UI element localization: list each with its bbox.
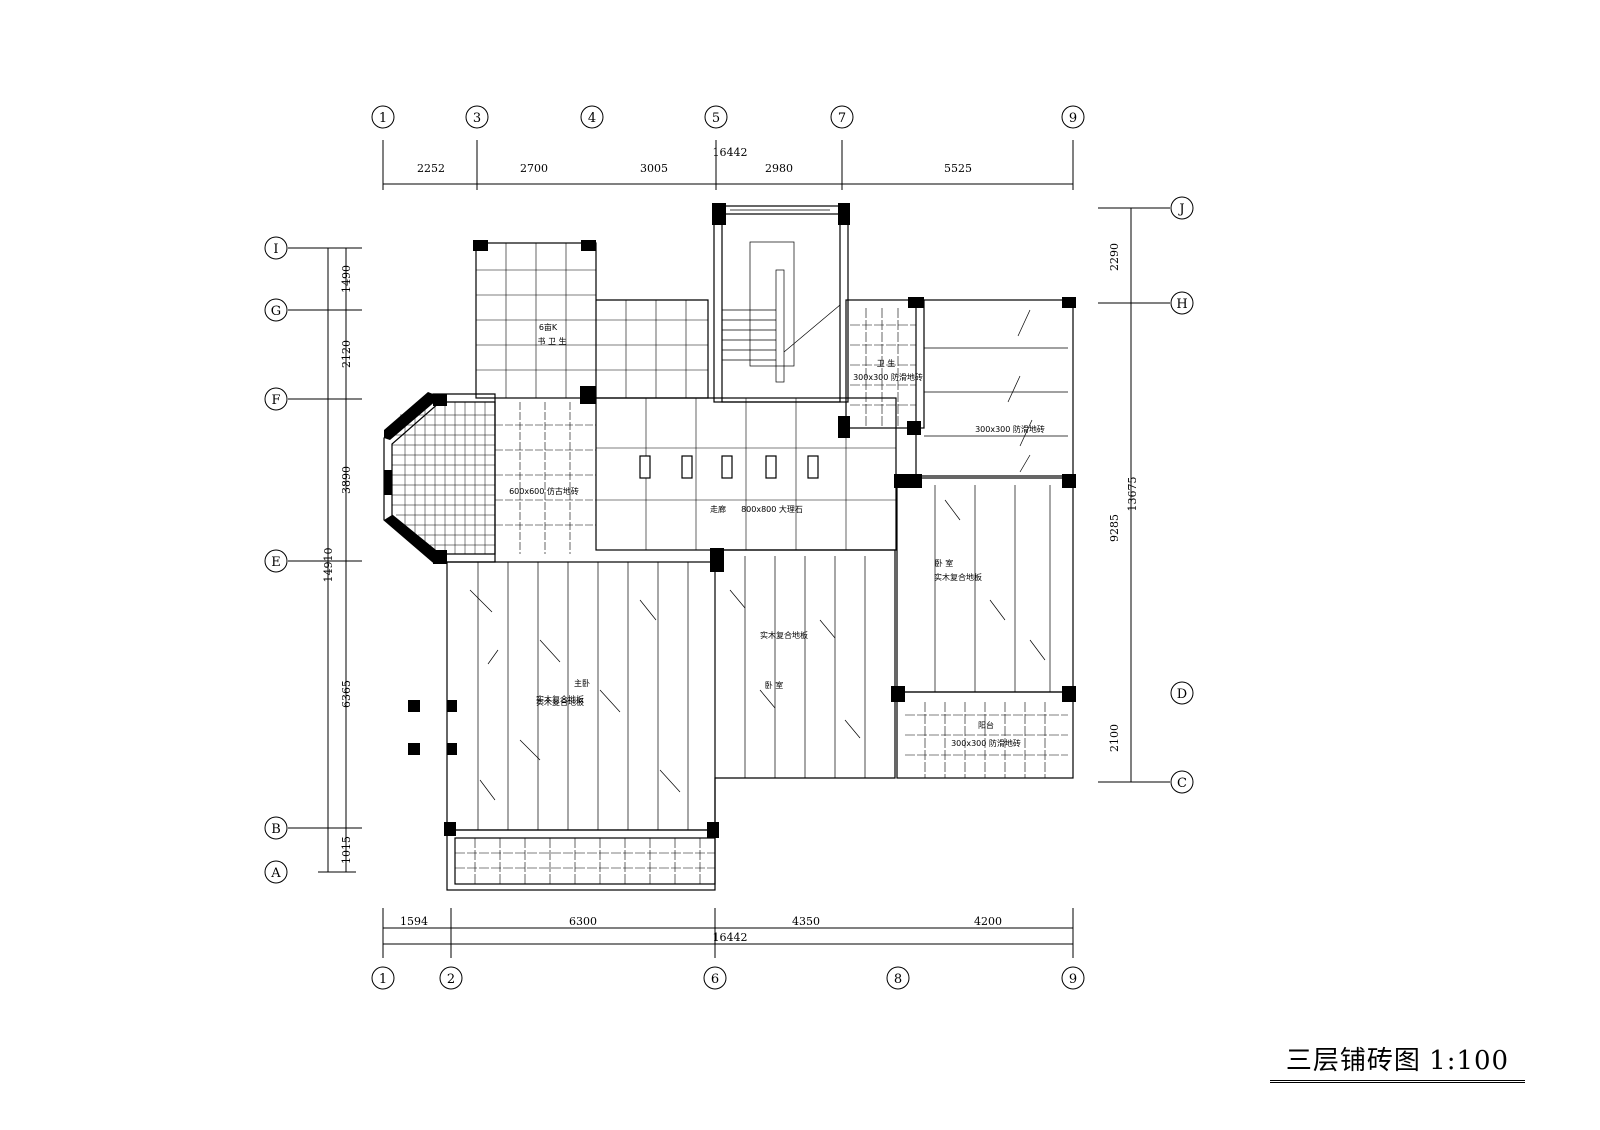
right-dimensions: 2290 9285 2100 13675 (1108, 243, 1139, 752)
tile-grid-right-bath (905, 702, 1068, 778)
stair (722, 209, 841, 383)
right-axis-labels: J H D C (1176, 202, 1187, 791)
corridor-lamps (639, 455, 819, 479)
dim-top-0: 2252 (417, 162, 445, 175)
room-label-8: 300x300 防滑地砖 (975, 424, 1045, 434)
dim-top-2: 3005 (640, 162, 668, 175)
wood-floor-middle (729, 556, 866, 778)
columns (384, 203, 1076, 838)
tile-grid-balcony (455, 838, 715, 884)
dim-top-3: 2980 (765, 162, 793, 175)
axis-label-right-1: H (1176, 297, 1187, 312)
axis-label-top-2: 4 (588, 111, 596, 126)
room-sub-4: 实木复合地板 (536, 694, 584, 704)
dim-left-4: 1015 (340, 836, 353, 864)
room-label-5: 实木复合地板 (760, 630, 808, 640)
room-label-9: 阳台 (978, 720, 994, 730)
dim-top-4: 5525 (944, 162, 972, 175)
dim-right-total: 13675 (1126, 477, 1139, 512)
room-sub-2: 800x800 大理石 (741, 504, 803, 514)
axis-label-left-4: B (271, 822, 281, 837)
dim-bottom-0: 1594 (400, 915, 428, 928)
dim-left-total: 14910 (322, 548, 335, 583)
room-label-7: 卫 生 (877, 358, 896, 368)
left-dimensions: 1490 2120 3890 6365 1015 14910 (322, 265, 353, 864)
wood-floor-lower-left (469, 562, 689, 830)
dim-bottom-1: 6300 (569, 915, 597, 928)
left-axis-grid (264, 236, 362, 884)
axis-label-bottom-0: 1 (379, 972, 387, 987)
dim-right-1: 9285 (1108, 514, 1121, 542)
room-sub-6: 实木复合地板 (934, 572, 982, 582)
top-axis-grid (371, 105, 1085, 190)
dim-bottom-3: 4200 (974, 915, 1002, 928)
wood-floor-right (934, 485, 1051, 692)
axis-label-top-0: 1 (379, 111, 387, 126)
tile-grid-corridor (596, 398, 896, 550)
room-sub-0: 书 卫 生 (537, 336, 566, 346)
drawing-scale: 1:100 (1429, 1046, 1510, 1076)
axis-label-left-1: G (271, 304, 281, 319)
dim-bottom-2: 4350 (792, 915, 820, 928)
dim-right-2: 2100 (1108, 724, 1121, 752)
axis-label-right-3: C (1177, 776, 1187, 791)
axis-label-left-5: A (270, 866, 281, 881)
axis-label-right-0: J (1177, 202, 1184, 217)
axis-label-right-2: D (1177, 687, 1187, 702)
tile-grid-bay (392, 402, 495, 554)
axis-label-left-2: F (271, 393, 280, 408)
axis-label-bottom-1: 2 (447, 972, 455, 987)
bottom-axis-labels: 1 2 6 8 9 (379, 972, 1077, 987)
room-labels: 6亩K 书 卫 生 600x600 仿古地砖 走廊 800x800 大理石 实木… (509, 322, 1045, 748)
dim-top-total: 16442 (713, 146, 748, 159)
room-label-0: 6亩K (539, 322, 558, 332)
top-axis-labels: 1 3 4 5 7 9 (379, 111, 1077, 126)
left-axis-labels: I G F E B A (270, 242, 281, 881)
dim-left-2: 3890 (340, 466, 353, 494)
room-label-4: 主卧 (574, 678, 590, 688)
axis-label-top-5: 9 (1069, 111, 1077, 126)
drawing-title: 三层铺砖图 (1285, 1046, 1421, 1076)
tile-grid-hall (495, 402, 596, 554)
drawing-title-block: 三层铺砖图 1:100 (1270, 1040, 1525, 1083)
dim-bottom-total: 16442 (713, 931, 748, 944)
axis-label-bottom-4: 9 (1069, 972, 1077, 987)
dim-left-3: 6365 (340, 680, 353, 708)
bottom-dimensions: 1594 6300 4350 4200 16442 (400, 915, 1002, 944)
dim-left-0: 1490 (340, 265, 353, 293)
axis-label-bottom-3: 8 (894, 972, 902, 987)
bottom-axis-grid (371, 908, 1085, 990)
room-label-2: 走廊 (710, 504, 726, 514)
room-sub-7: 300x300 防滑地砖 (853, 372, 923, 382)
dim-right-0: 2290 (1108, 243, 1121, 271)
dim-top-1: 2700 (520, 162, 548, 175)
tile-grid-top-left (476, 243, 708, 398)
dim-left-1: 2120 (340, 340, 353, 368)
axis-label-bottom-2: 6 (711, 972, 719, 987)
room-label-6: 卧 室 (935, 558, 954, 568)
axis-label-left-3: E (271, 555, 281, 570)
tile-grid-small-bath (850, 308, 916, 428)
wood-floor-top-right (924, 309, 1068, 473)
top-dimensions: 16442 2252 2700 3005 2980 5525 (417, 146, 972, 175)
walls (383, 205, 1074, 891)
right-axis-grid (1098, 196, 1194, 794)
room-sub-5: 卧 室 (765, 680, 784, 690)
room-label-1: 600x600 仿古地砖 (509, 486, 579, 496)
axis-label-top-3: 5 (712, 111, 720, 126)
axis-label-left-0: I (273, 242, 278, 257)
axis-label-top-4: 7 (838, 111, 846, 126)
room-sub-9: 300x300 防滑地砖 (951, 738, 1021, 748)
room-label-3: 实木复合地板 (536, 697, 584, 707)
axis-label-top-1: 3 (473, 111, 481, 126)
